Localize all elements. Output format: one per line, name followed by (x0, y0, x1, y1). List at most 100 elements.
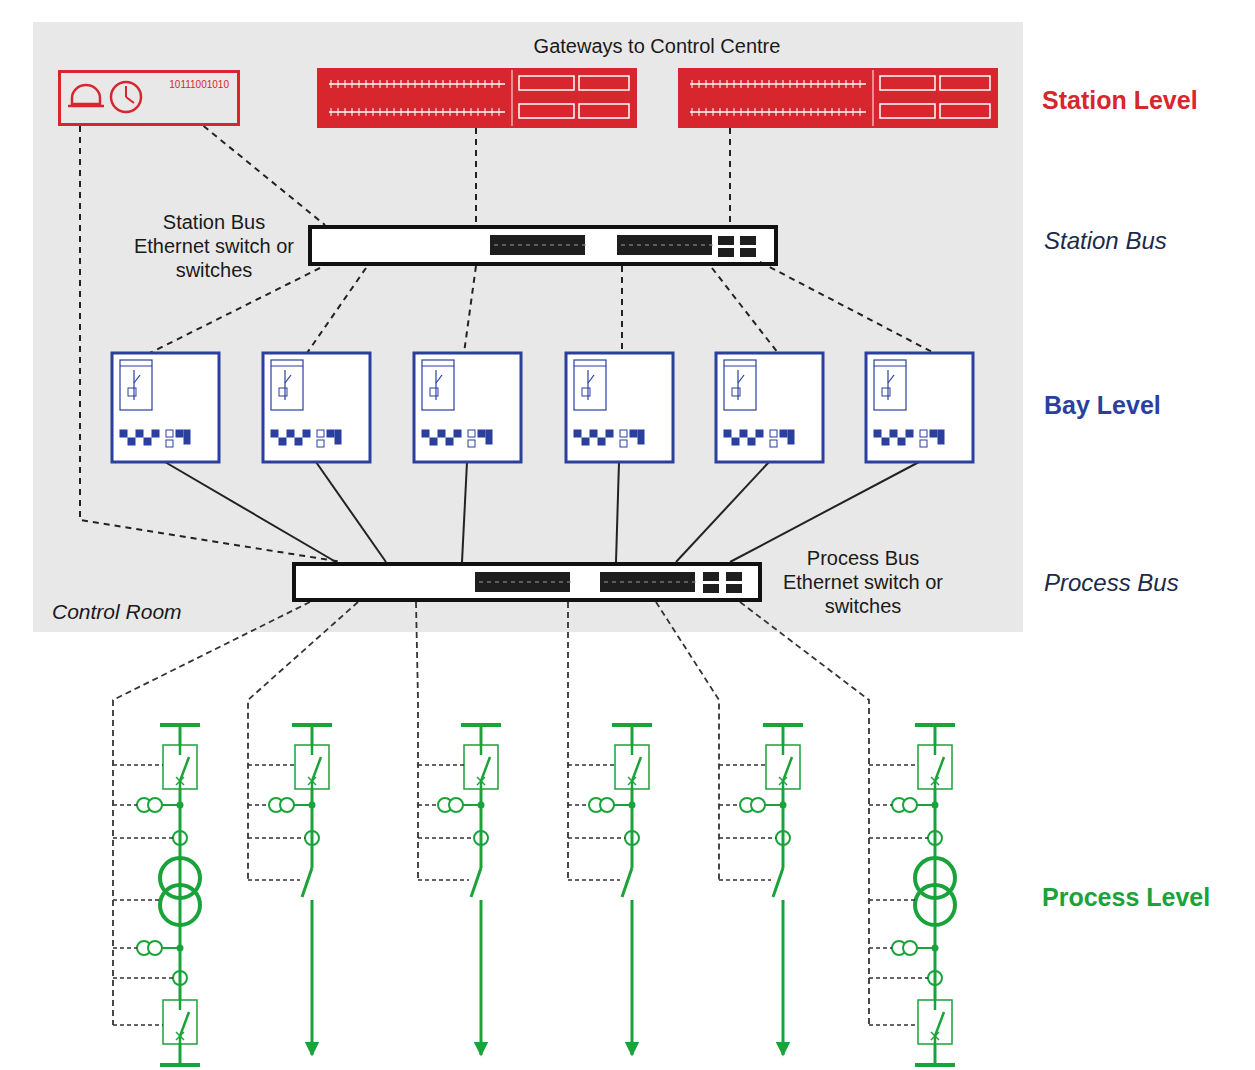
wire (481, 757, 490, 781)
wire (582, 245, 586, 246)
wire (485, 80, 486, 88)
wire (526, 245, 530, 246)
wire (783, 757, 792, 781)
wire (706, 80, 707, 88)
wire (160, 1063, 200, 1067)
bay-single-line (269, 725, 332, 1055)
wire (359, 80, 360, 88)
wire (762, 108, 763, 116)
wire (811, 108, 812, 116)
wire (773, 868, 783, 897)
wire (487, 582, 491, 583)
wire (629, 245, 633, 246)
wire (804, 108, 805, 116)
bay-single-line (137, 725, 200, 1065)
bay-ied (566, 353, 673, 462)
control-room-band (33, 22, 1023, 632)
wire (631, 900, 634, 1055)
wire (180, 757, 189, 781)
wire (628, 777, 636, 785)
wire (311, 725, 314, 868)
level-label: Process Level (1042, 883, 1210, 912)
wire (471, 868, 481, 897)
wire (782, 745, 785, 755)
wire (113, 947, 137, 949)
wire (713, 108, 714, 116)
level-label: Station Bus (1044, 227, 1167, 255)
wire (248, 764, 295, 766)
wire (366, 108, 367, 116)
wire (312, 757, 321, 781)
wire (176, 777, 184, 785)
wire (120, 366, 152, 367)
room-band: Control Room10111001010Station Bus Ether… (33, 22, 1023, 632)
wire (248, 804, 269, 806)
wire (380, 108, 381, 116)
wire (550, 245, 554, 246)
wire (699, 80, 700, 88)
wire (567, 582, 571, 583)
wire (720, 108, 721, 116)
wire (931, 777, 939, 785)
wire (478, 108, 479, 116)
wire (692, 108, 693, 116)
wire (179, 1000, 182, 1010)
hmi-box: 10111001010 (58, 70, 240, 126)
wire (352, 80, 353, 88)
wire (684, 582, 688, 583)
wire (668, 582, 672, 583)
wire (408, 108, 409, 116)
wire (408, 80, 409, 88)
bay-single-line (892, 725, 955, 1065)
bay-single-line (438, 725, 501, 1055)
wire (179, 745, 182, 755)
level-label: Process Bus (1044, 569, 1179, 597)
wire (690, 111, 866, 113)
wire (783, 80, 784, 88)
wire (760, 262, 934, 353)
wire (176, 777, 184, 785)
wire (699, 108, 700, 116)
wire (652, 582, 656, 583)
wire (685, 245, 689, 246)
wire (729, 128, 731, 225)
wire (790, 108, 791, 116)
wire (631, 725, 634, 868)
wire (464, 108, 465, 116)
wire (248, 602, 358, 880)
wire (478, 80, 479, 88)
wire (762, 80, 763, 88)
wire (797, 80, 798, 88)
wire (713, 80, 714, 88)
wire (271, 366, 303, 367)
wire (783, 108, 784, 116)
wire (316, 462, 386, 562)
wire (818, 80, 819, 88)
wire (307, 268, 366, 353)
gateway-server (317, 68, 637, 128)
wire (769, 80, 770, 88)
bay-ied (414, 353, 521, 462)
wire (503, 582, 507, 583)
wire (494, 245, 498, 246)
wire (719, 764, 766, 766)
wire (443, 80, 444, 88)
wire (499, 80, 500, 88)
wire (471, 108, 472, 116)
wire (443, 108, 444, 116)
wire (176, 1032, 184, 1040)
wire (150, 268, 320, 353)
wire (302, 868, 312, 897)
wire (755, 80, 756, 88)
wire (719, 879, 771, 881)
level-label: Station Level (1042, 86, 1198, 115)
wire (471, 80, 472, 88)
wire (604, 582, 608, 583)
wire (637, 245, 641, 246)
wire (676, 582, 680, 583)
wire (860, 80, 861, 88)
wire (113, 602, 310, 1025)
wire (68, 105, 104, 108)
wire (479, 582, 483, 583)
wire (669, 245, 673, 246)
